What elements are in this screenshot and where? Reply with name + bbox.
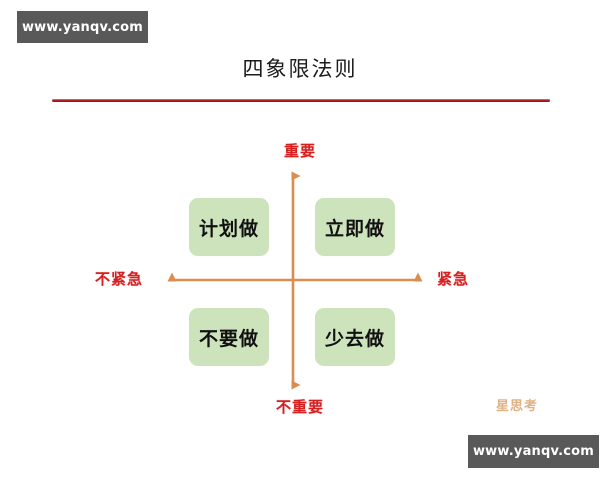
quadrant-label-do-less: 少去做 <box>324 327 385 350</box>
watermark-top: www.yanqv.com <box>17 11 148 43</box>
quadrant-box-do-less: 少去做 <box>315 308 395 366</box>
quadrant-label-do-now: 立即做 <box>324 217 385 240</box>
watermark-bottom: www.yanqv.com <box>468 435 599 468</box>
axis-label-not-urgent: 不紧急 <box>95 270 144 288</box>
watermark-bottom-text: www.yanqv.com <box>472 444 595 459</box>
quadrant-label-plan: 计划做 <box>198 217 259 240</box>
axis-label-important: 重要 <box>283 142 316 160</box>
axis-label-urgent: 紧急 <box>437 270 470 288</box>
quadrant-box-do-now: 立即做 <box>315 198 395 256</box>
quadrant-label-dont-do: 不要做 <box>198 327 259 350</box>
quadrant-box-plan: 计划做 <box>189 198 269 256</box>
quadrant-box-dont-do: 不要做 <box>189 308 269 366</box>
watermark-top-text: www.yanqv.com <box>21 19 144 35</box>
author-signature: 星思考 <box>496 399 539 414</box>
page-title: 四象限法则 <box>242 57 358 81</box>
axis-label-not-important: 不重要 <box>275 398 324 416</box>
title-divider <box>52 99 550 102</box>
